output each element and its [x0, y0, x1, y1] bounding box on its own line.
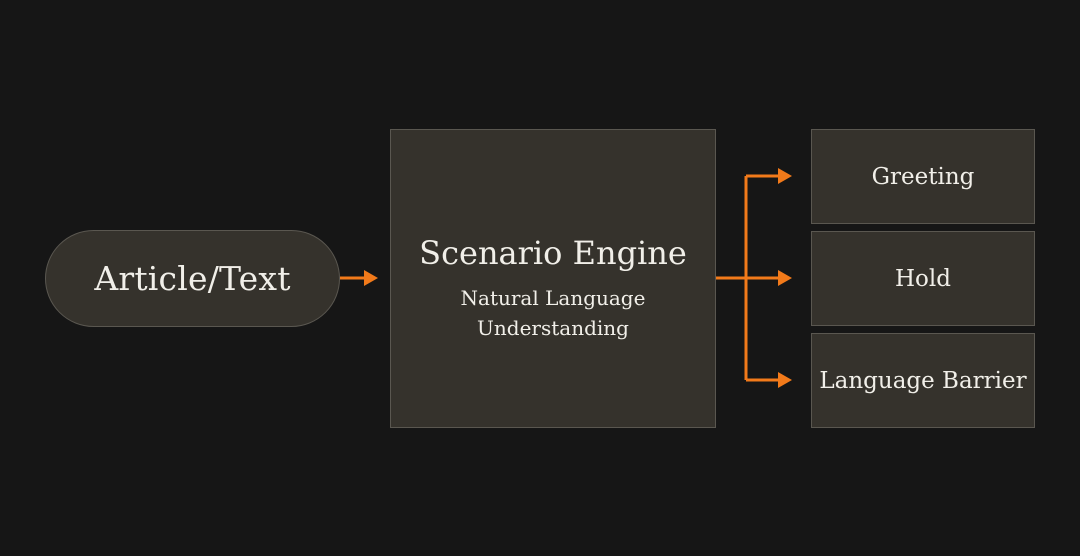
input-node-article-text: Article/Text [45, 230, 340, 327]
engine-title: Scenario Engine [419, 234, 687, 272]
arrowhead-greeting [778, 168, 792, 184]
arrowhead-language-barrier [778, 372, 792, 388]
output-node-label: Language Barrier [819, 367, 1027, 394]
scenario-engine-node: Scenario Engine Natural Language Underst… [390, 129, 716, 428]
output-node-label: Greeting [871, 163, 975, 190]
output-node-greeting: Greeting [811, 129, 1035, 224]
output-node-hold: Hold [811, 231, 1035, 326]
arrowhead-hold [778, 270, 792, 286]
output-node-language-barrier: Language Barrier [811, 333, 1035, 428]
output-node-label: Hold [895, 265, 951, 292]
engine-subtitle: Natural Language Understanding [460, 286, 646, 340]
arrowhead-engine [364, 270, 378, 286]
input-node-label: Article/Text [94, 259, 291, 298]
